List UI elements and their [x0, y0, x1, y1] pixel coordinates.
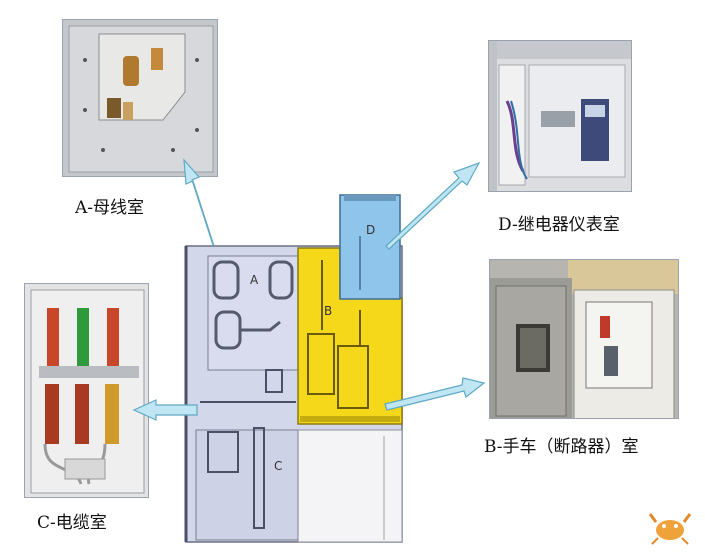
photo-cable-compartment [24, 283, 149, 498]
photo-breaker-art [490, 260, 678, 418]
arrow-to-relay [385, 161, 481, 250]
compartment-c [195, 429, 299, 541]
arrow-to-cable [132, 399, 198, 421]
arrow-to-busbar [183, 158, 215, 247]
photo-breaker-compartment [489, 259, 679, 419]
photo-busbar-art [63, 20, 217, 176]
label-a: A [250, 273, 259, 287]
caption-relay: D-继电器仪表室 [498, 215, 620, 235]
lower-right-panel [297, 429, 403, 543]
caption-cable: C-电缆室 [37, 513, 107, 533]
label-b: B [324, 304, 332, 318]
label-d: D [366, 223, 375, 237]
caption-busbar: A-母线室 [75, 198, 145, 218]
photo-cable-art [25, 284, 148, 497]
caption-breaker: B-手车（断路器）室 [484, 437, 639, 457]
photo-busbar-compartment [62, 19, 218, 177]
arrow-to-breaker [384, 377, 486, 411]
label-c: C [274, 459, 282, 473]
photo-relay-art [489, 41, 631, 191]
photo-relay-compartment [488, 40, 632, 192]
crab-logo-icon [648, 513, 692, 545]
